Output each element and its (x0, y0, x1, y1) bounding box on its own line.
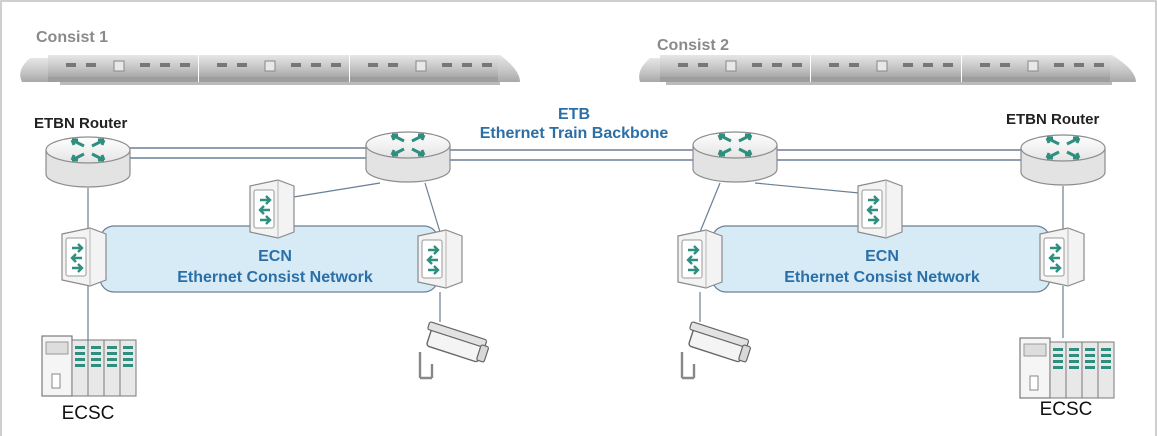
router-icon (365, 131, 451, 183)
etb-backbone-lines (130, 147, 1025, 161)
switch-icon (416, 228, 464, 290)
plc-controller-icon (1019, 337, 1115, 399)
ecn-abbr-left: ECN (258, 248, 292, 265)
consist-2-label: Consist 2 (657, 37, 729, 54)
switch-icon (248, 178, 296, 240)
switch-icon (676, 228, 724, 290)
plc-controller-icon (41, 335, 137, 397)
train-consist-2 (639, 54, 1136, 85)
ecsc-label-left: ECSC (62, 403, 115, 424)
router-icon (692, 131, 778, 183)
ecn-abbr-right: ECN (865, 248, 899, 265)
camera-icon (680, 320, 754, 380)
etbn-router-label-left: ETBN Router (34, 115, 127, 132)
ecsc-label-right: ECSC (1040, 399, 1093, 420)
consist-1-label: Consist 1 (36, 29, 108, 46)
ecn-name-right: Ethernet Consist Network (784, 269, 980, 286)
ecn-name-left: Ethernet Consist Network (177, 269, 373, 286)
etb-name: Ethernet Train Backbone (480, 125, 669, 142)
router-icon (45, 136, 131, 188)
switch-icon (60, 226, 108, 288)
router-icon (1020, 134, 1106, 186)
etbn-router-label-right: ETBN Router (1006, 111, 1099, 128)
switch-icon (1038, 226, 1086, 288)
etb-abbr: ETB (558, 106, 590, 123)
train-consist-1 (20, 54, 520, 85)
camera-icon (418, 320, 492, 380)
switch-icon (856, 178, 904, 240)
